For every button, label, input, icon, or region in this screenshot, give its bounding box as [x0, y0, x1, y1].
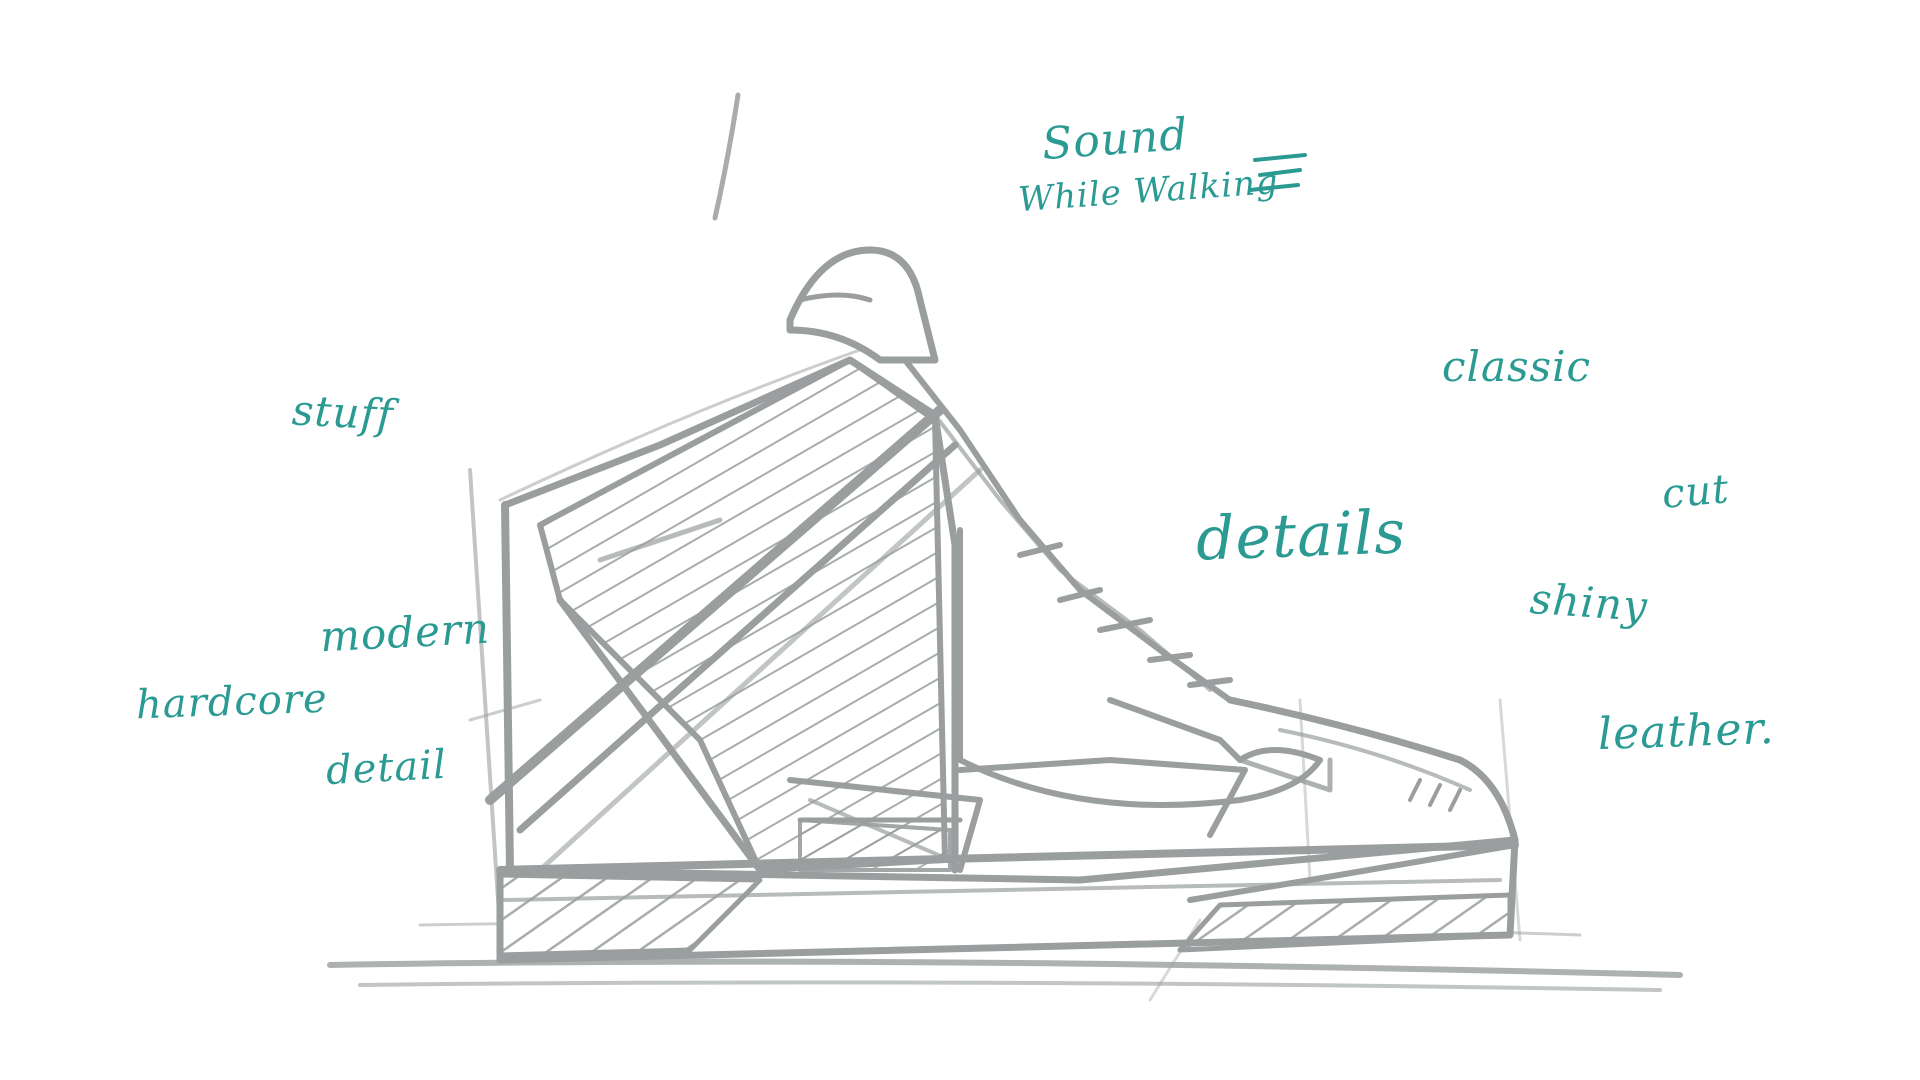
annotation-details: details: [1194, 497, 1408, 575]
annotation-leather: leather.: [1597, 702, 1776, 761]
annotation-cut: cut: [1660, 466, 1732, 518]
annotation-hardcore: hardcore: [135, 675, 329, 729]
annotation-stuff: stuff: [290, 385, 395, 440]
annotation-modern: modern: [318, 603, 492, 662]
annotation-classic: classic: [1442, 342, 1592, 391]
annotation-shiny: shiny: [1528, 573, 1650, 632]
annotation-detail: detail: [324, 741, 448, 795]
annotation-sound: Sound: [1040, 108, 1191, 171]
